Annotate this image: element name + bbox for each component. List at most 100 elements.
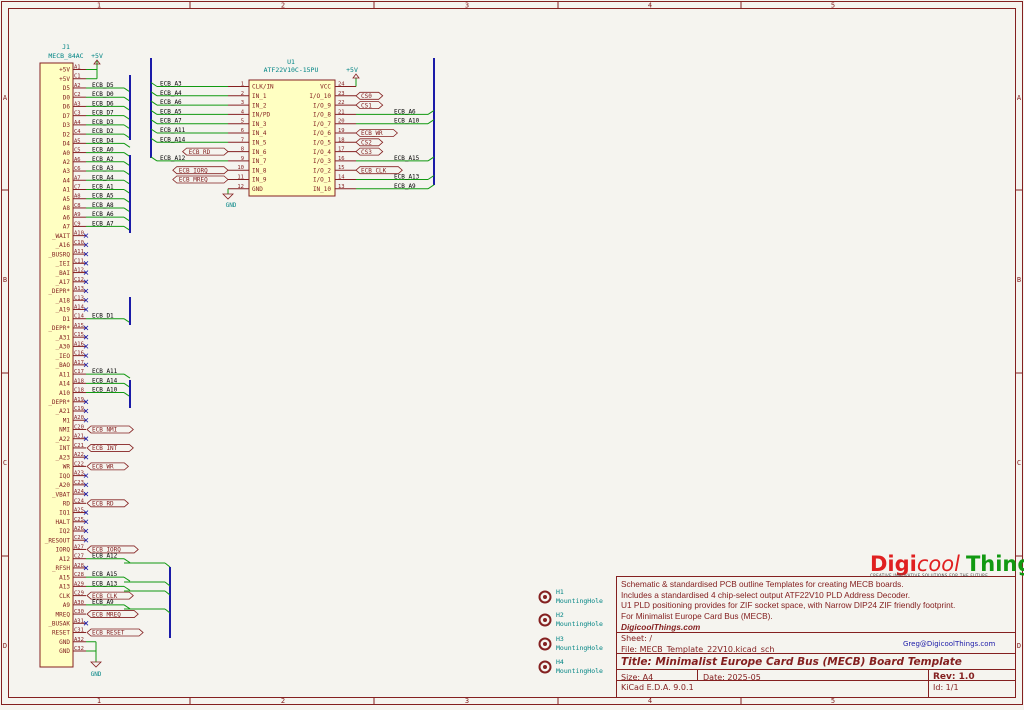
j1-no-connect-mark (83, 417, 89, 423)
j1-pin-name: NMI (59, 427, 70, 434)
j1-pin-number: A9 (74, 212, 81, 218)
title-block-border (616, 576, 1016, 698)
logo-things: Things (965, 552, 1024, 576)
j1-pin-number: A18 (74, 378, 84, 384)
u1-hier-label-shape (355, 147, 384, 156)
j1-pin-number: C13 (74, 295, 84, 301)
j1-hier-label-shape (86, 425, 134, 434)
j1-pin-name: A14 (59, 381, 70, 388)
u1-bus-entry (150, 128, 158, 134)
u1-pin-name: IN_4 (252, 130, 267, 137)
mounting-hole-icon[interactable] (538, 637, 552, 651)
u1-hier-label-shape (355, 138, 384, 147)
website-label: DigicoolThings.com (621, 622, 701, 632)
j1-pin-name: _IEO (56, 353, 71, 360)
j1-pin-name: _A30 (56, 344, 71, 351)
ground-icon (222, 193, 234, 200)
j1-no-connect-mark (83, 353, 89, 358)
j1-pin-name: D6 (63, 104, 71, 111)
u1-pin-name: I/O_9 (313, 102, 331, 109)
mounting-hole-value: MountingHole (556, 620, 603, 628)
u1-pin-name: VCC (320, 84, 331, 91)
j1-pin-number: C30 (74, 609, 84, 615)
j1-pin-name: +5V (59, 67, 70, 74)
j1-pin-number: C2 (74, 92, 81, 98)
j1-pin-name: GND (59, 639, 70, 646)
j1-pin-name: _A16 (56, 242, 71, 249)
u1-net-label-ecb-a7: ECB_A7 (160, 118, 182, 125)
j1-pin-number: A15 (74, 323, 84, 329)
u1-body[interactable] (248, 79, 336, 197)
j1-pin-number: A22 (74, 452, 84, 458)
j1-pin-name: _VBAT (52, 491, 70, 498)
u1-bus-entry (150, 100, 158, 106)
size-label: Size: A4 (621, 673, 654, 682)
j1-value: MECB_84AC (48, 52, 83, 60)
j1-pin-number: C18 (74, 388, 84, 394)
j1-bus-entry (164, 608, 171, 614)
u1-pin-number: 14 (338, 175, 345, 181)
u1-value: ATF22V10C-15PU (264, 66, 319, 74)
j1-pin-name: A4 (63, 177, 71, 184)
mounting-hole-icon[interactable] (538, 613, 552, 627)
j1-hier-label-shape (86, 591, 134, 600)
u1-hier-label-cs2: CS2 (361, 140, 372, 147)
u1-bus-entry (150, 82, 158, 87)
j1-pin-number: A10 (74, 231, 84, 237)
u1-net-label-ecb-a10: ECB_A10 (394, 118, 420, 125)
mounting-hole-icon[interactable] (538, 660, 552, 674)
j1-ground-label: GND (91, 671, 102, 678)
j1-pin-number: C25 (74, 517, 84, 523)
u1-pin-number: 3 (241, 100, 244, 106)
j1-pin-number: A32 (74, 637, 84, 643)
j1-pin-number: C23 (74, 480, 84, 486)
j1-pin-name: _A20 (56, 482, 71, 489)
u1-pin-number: 5 (241, 119, 244, 125)
u1-hier-label-shape (355, 101, 384, 109)
j1-pin-name: A5 (63, 196, 71, 203)
u1-bus-entry (150, 119, 158, 125)
logo-cool: cool (916, 552, 960, 576)
j1-pin-number: A16 (74, 341, 84, 347)
col-label-top: 2 (281, 2, 285, 10)
u1-pin-name: IN_6 (252, 149, 267, 156)
mounting-hole-icon[interactable] (538, 590, 552, 604)
j1-pin-number: C31 (74, 628, 84, 634)
mounting-hole-refdes: H2 (556, 611, 564, 619)
u1-bus-entry (427, 156, 435, 162)
j1-hier-label-ecb-mreq: ECB_MREQ (92, 611, 121, 618)
j1-bus-entry (164, 562, 171, 568)
title-label: Title: Minimalist Europe Card Bus (MECB)… (621, 656, 962, 668)
u1-pin-name: IN_1 (252, 93, 267, 100)
u1-hier-label-cs3: CS3 (361, 149, 372, 156)
mounting-holes[interactable]: H1MountingHoleH2MountingHoleH3MountingHo… (538, 588, 604, 675)
j1-pin-name: _RESOUT (45, 537, 71, 544)
j1-body[interactable] (39, 62, 74, 668)
j1-bus-entry (123, 604, 131, 610)
u1-pin-name: I/O_5 (313, 140, 331, 147)
j1-pin-name: _A31 (56, 334, 71, 341)
j1-hier-label-ecb-int: ECB_INT (92, 445, 118, 452)
j1-pin-number: A13 (74, 286, 84, 292)
j1-no-connect-mark (83, 270, 89, 275)
u1-bus-entry (427, 109, 435, 115)
u1-pin-number: 6 (241, 128, 244, 134)
u1-net-label-ecb-a6: ECB_A6 (394, 108, 416, 115)
row-label-left: A (3, 94, 8, 102)
u1-hier-label-cs0: CS0 (361, 93, 372, 100)
u1-pin-name: IN_8 (252, 167, 267, 174)
u1-pin-number: 22 (338, 100, 345, 106)
j1-pin-number: A21 (74, 434, 84, 440)
u1-hier-label-ecb-wr: ECB_WR (361, 130, 383, 137)
j1-pin-number: A23 (74, 471, 84, 477)
j1-net-label-ecb-d2: ECB_D2 (92, 128, 114, 135)
j1-no-connect-mark (83, 491, 89, 497)
j1-pin-name: RESET (52, 630, 70, 637)
u1-pin-number: 15 (338, 165, 345, 171)
j1-no-connect-mark (83, 233, 89, 238)
j1-pin-number: C27 (74, 554, 84, 560)
j1-pin-number: C3 (74, 111, 81, 117)
